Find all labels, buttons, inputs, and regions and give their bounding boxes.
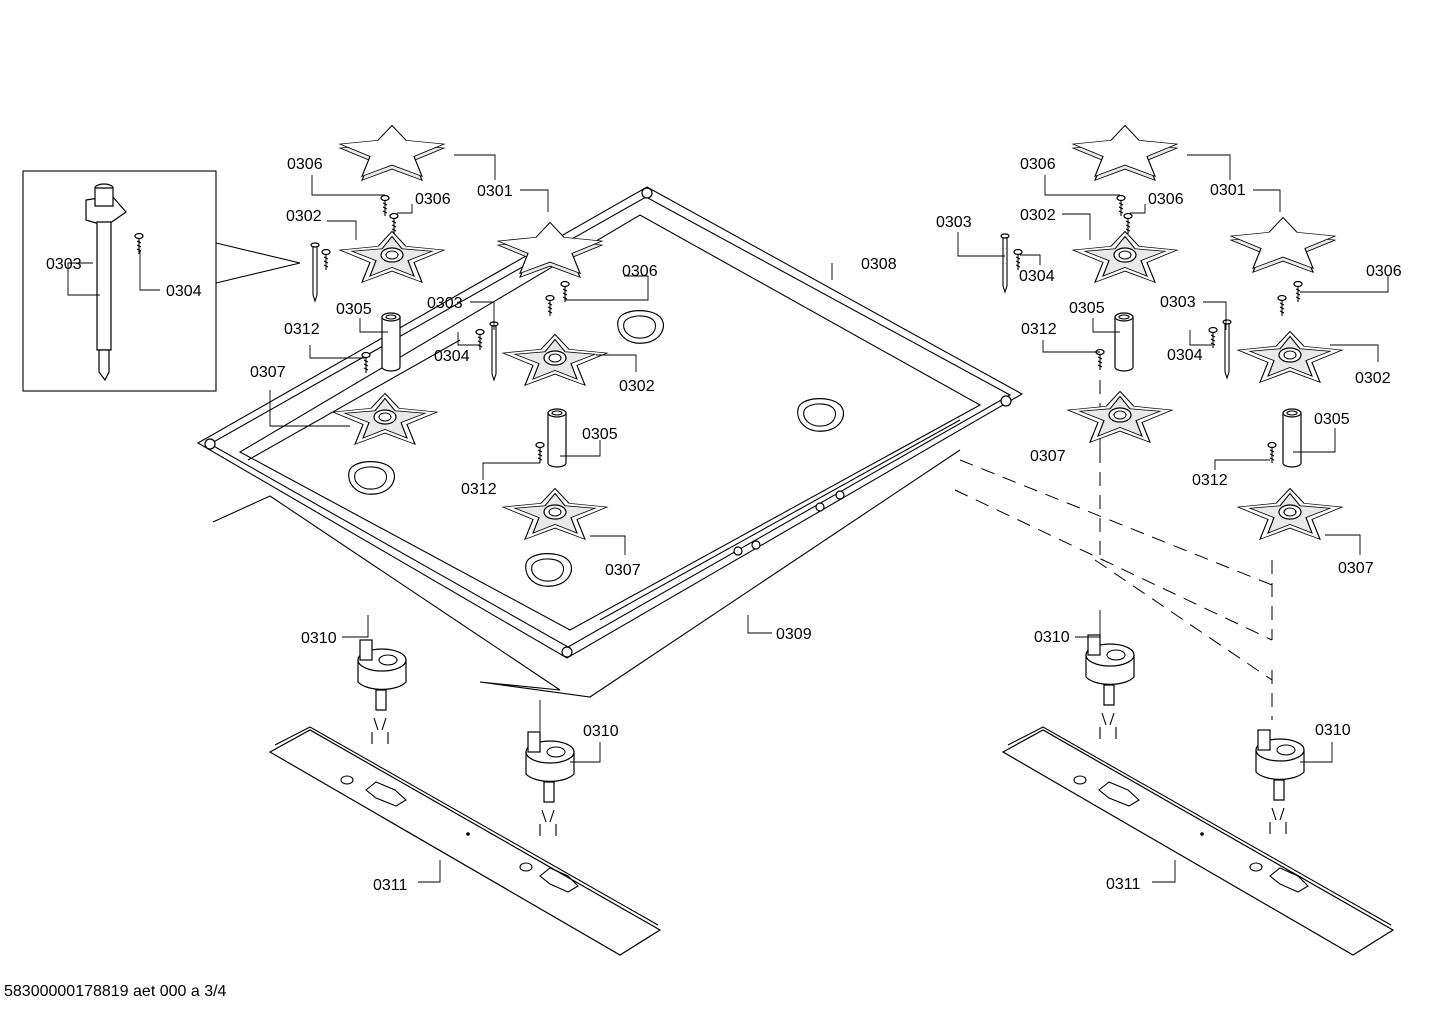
- label-0310: 0310: [1034, 629, 1070, 646]
- lower-frame: [212, 449, 961, 698]
- label-0306: 0306: [622, 263, 658, 280]
- label-0303: 0303: [46, 256, 82, 273]
- label-0311: 0311: [1106, 876, 1141, 893]
- label-0310: 0310: [583, 723, 619, 740]
- mounting-bar-right: [1001, 726, 1395, 956]
- label-0307: 0307: [1030, 448, 1066, 465]
- label-0306: 0306: [1020, 156, 1056, 173]
- document-id: 58300000178819 aet 000 a 3/4: [4, 983, 227, 1000]
- label-0303: 0303: [1160, 294, 1196, 311]
- label-0306: 0306: [287, 156, 323, 173]
- mounting-bar-left: [268, 726, 662, 956]
- label-0303: 0303: [936, 214, 972, 231]
- label-0306: 0306: [415, 191, 451, 208]
- label-0312: 0312: [461, 481, 497, 498]
- label-0307: 0307: [1338, 560, 1374, 577]
- label-0308: 0308: [861, 256, 897, 273]
- label-0304: 0304: [434, 348, 470, 365]
- label-0306: 0306: [1148, 191, 1184, 208]
- label-0302: 0302: [286, 208, 322, 225]
- label-0304: 0304: [1167, 347, 1203, 364]
- label-0309: 0309: [776, 626, 812, 643]
- label-0305: 0305: [1069, 300, 1105, 317]
- label-0303: 0303: [427, 295, 463, 312]
- label-0305: 0305: [336, 301, 372, 318]
- label-0307: 0307: [250, 364, 286, 381]
- label-0302: 0302: [1355, 370, 1391, 387]
- detail-inset: [22, 170, 301, 392]
- label-0302: 0302: [1020, 207, 1056, 224]
- alignment-lines: [954, 380, 1273, 720]
- label-0307: 0307: [605, 562, 641, 579]
- label-0306: 0306: [1366, 263, 1402, 280]
- label-0305: 0305: [582, 426, 618, 443]
- label-0301: 0301: [1210, 182, 1246, 199]
- label-0310: 0310: [301, 630, 337, 647]
- label-0312: 0312: [1192, 472, 1228, 489]
- label-0310: 0310: [1315, 722, 1351, 739]
- label-0302: 0302: [619, 378, 655, 395]
- label-0312: 0312: [284, 321, 320, 338]
- leader-lines: [67, 154, 1389, 883]
- label-0301: 0301: [477, 183, 513, 200]
- label-0304: 0304: [166, 283, 202, 300]
- label-0311: 0311: [373, 877, 408, 894]
- part-labels: 0303 0304 0306 0301 0306 0302 0305 0312 …: [46, 156, 1402, 894]
- label-0312: 0312: [1021, 321, 1057, 338]
- label-0304: 0304: [1019, 268, 1055, 285]
- label-0305: 0305: [1314, 411, 1350, 428]
- cooktop-tray: [196, 186, 1024, 659]
